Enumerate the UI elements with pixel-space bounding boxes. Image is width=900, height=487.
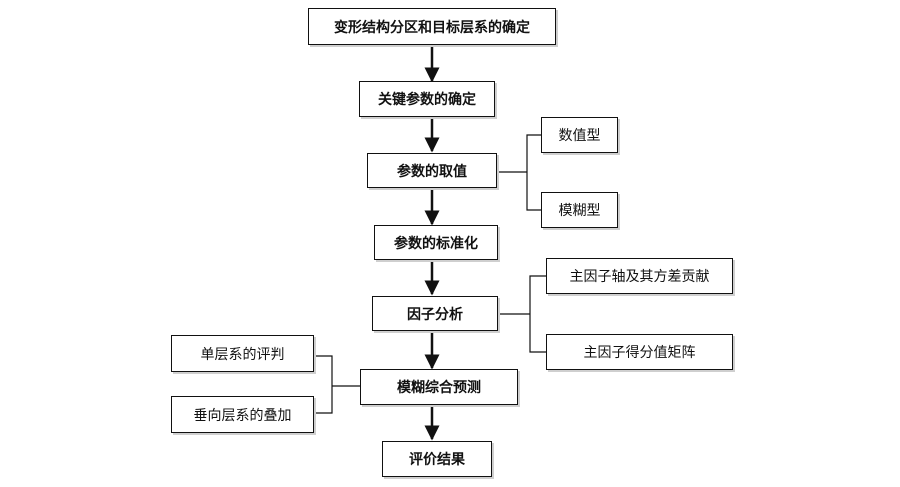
step-box-evaluation-result: 评价结果 bbox=[382, 441, 492, 477]
step-box-key-parameters: 关键参数的确定 bbox=[359, 81, 495, 117]
bracket-value-types bbox=[526, 134, 541, 211]
step-box-factor-analysis: 因子分析 bbox=[372, 296, 498, 331]
side-box-vertical-layer-superposition: 垂向层系的叠加 bbox=[171, 396, 314, 433]
bracket-factor-outputs bbox=[529, 275, 546, 353]
side-box-factor-score-matrix: 主因子得分值矩阵 bbox=[546, 334, 733, 370]
side-box-fuzzy-type: 模糊型 bbox=[541, 192, 618, 228]
side-box-numeric-type: 数值型 bbox=[541, 117, 618, 153]
step-box-parameter-values: 参数的取值 bbox=[367, 153, 497, 188]
step-box-zone-and-target-layer: 变形结构分区和目标层系的确定 bbox=[308, 8, 556, 45]
step-box-parameter-standardization: 参数的标准化 bbox=[374, 225, 498, 260]
side-box-factor-axis-variance: 主因子轴及其方差贡献 bbox=[546, 258, 733, 294]
side-box-single-layer-evaluation: 单层系的评判 bbox=[171, 335, 314, 372]
bracket-evaluation-inputs bbox=[314, 355, 333, 414]
step-box-fuzzy-prediction: 模糊综合预测 bbox=[360, 369, 518, 405]
